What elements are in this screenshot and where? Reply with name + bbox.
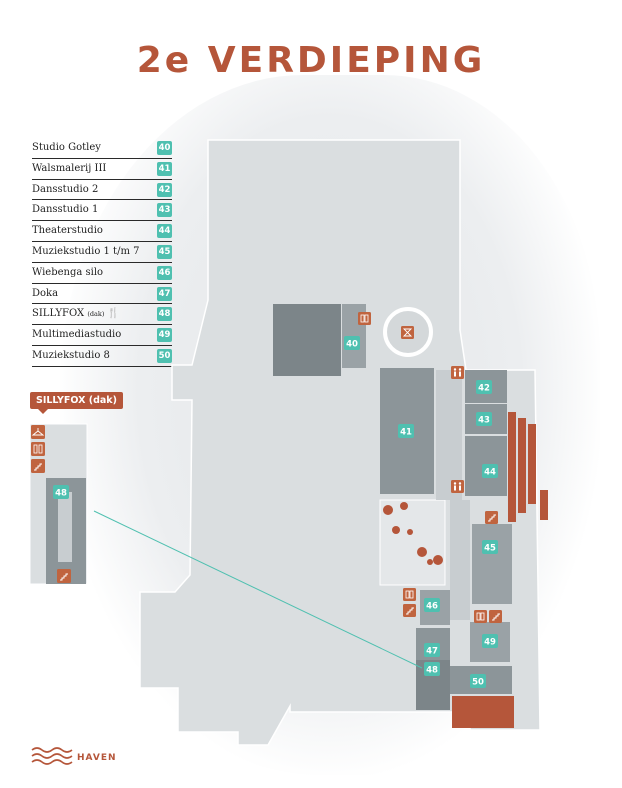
hanger-icon bbox=[31, 425, 45, 439]
silo-circle bbox=[433, 555, 443, 565]
legend-row[interactable]: SILLYFOX (dak)🍴 48 bbox=[32, 304, 172, 326]
map-badge-label: 41 bbox=[400, 428, 412, 438]
map-badge-label: 44 bbox=[484, 468, 496, 478]
room-40-area[interactable] bbox=[273, 304, 341, 376]
legend-label: SILLYFOX (dak)🍴 bbox=[32, 304, 120, 324]
room-number-badge: 46 bbox=[157, 265, 172, 280]
legend-row[interactable]: Theaterstudio 44 bbox=[32, 221, 172, 242]
stairs-icon bbox=[489, 610, 502, 623]
map-badge-label: 47 bbox=[426, 647, 438, 657]
rust-wall bbox=[528, 424, 536, 504]
silo-circle bbox=[383, 505, 393, 515]
legend-label-note: (dak) bbox=[87, 310, 105, 319]
map-badge-label: 45 bbox=[484, 544, 496, 554]
map-badge-43[interactable]: 43 bbox=[476, 412, 492, 426]
map-badge-label: 48 bbox=[426, 666, 438, 676]
map-badge-50[interactable]: 50 bbox=[470, 674, 486, 688]
legend-label: Muziekstudio 8 bbox=[32, 349, 110, 361]
haven-label: HAVEN bbox=[77, 753, 117, 763]
legend-label: Muziekstudio 1 t/m 7 bbox=[32, 245, 140, 257]
elevator-icon bbox=[31, 442, 45, 456]
room-legend: Studio Gotley 40 Walsmalerij III 41 Dansst… bbox=[32, 138, 172, 367]
legend-label: Dansstudio 1 bbox=[32, 204, 99, 216]
room-number-badge: 45 bbox=[157, 244, 172, 259]
map-badge-46[interactable]: 46 bbox=[424, 598, 440, 612]
elevator-icon bbox=[358, 312, 371, 325]
legend-label: Doka bbox=[32, 287, 59, 299]
elevator-icon bbox=[403, 588, 416, 601]
map-badge-45[interactable]: 45 bbox=[482, 540, 498, 554]
inset-connector-line bbox=[93, 510, 423, 669]
rust-wall bbox=[518, 418, 526, 513]
map-badge-40[interactable]: 40 bbox=[344, 336, 360, 350]
toilet-icon bbox=[451, 366, 464, 379]
inset-corridor bbox=[58, 492, 72, 562]
legend-row[interactable]: Dansstudio 1 43 bbox=[32, 200, 172, 222]
legend-label-text: SILLYFOX bbox=[32, 308, 85, 320]
corridor bbox=[436, 370, 462, 500]
hourglass-icon bbox=[401, 326, 414, 339]
room-number-badge: 44 bbox=[157, 224, 172, 239]
map-badge-49[interactable]: 49 bbox=[482, 634, 498, 648]
legend-row[interactable]: Wiebenga silo 46 bbox=[32, 263, 172, 284]
elevator-icon bbox=[474, 610, 487, 623]
map-badge-label: 46 bbox=[426, 602, 438, 612]
map-badge-41[interactable]: 41 bbox=[398, 424, 414, 438]
room-number-badge: 41 bbox=[157, 161, 172, 176]
legend-label: Studio Gotley bbox=[32, 142, 101, 153]
inset-label: SILLYFOX (dak) bbox=[30, 392, 123, 414]
silo-circle bbox=[407, 529, 413, 535]
stairs-icon bbox=[57, 569, 71, 583]
silo-circle bbox=[427, 559, 433, 565]
map-badge-label: 42 bbox=[478, 384, 490, 394]
legend-row[interactable]: Doka 47 bbox=[32, 284, 172, 305]
room-number-badge: 43 bbox=[157, 203, 172, 218]
map-badge-42[interactable]: 42 bbox=[476, 380, 492, 394]
map-badge-label: 40 bbox=[346, 340, 358, 350]
room-number-badge: 40 bbox=[157, 141, 172, 155]
legend-label: Wiebenga silo bbox=[32, 266, 104, 278]
legend-label: Multimediastudio bbox=[32, 329, 122, 341]
stairs-icon bbox=[403, 604, 416, 617]
silo-circle bbox=[400, 502, 408, 510]
legend-row[interactable]: Multimediastudio 49 bbox=[32, 325, 172, 346]
map-badge-label: 50 bbox=[472, 678, 484, 688]
legend-row[interactable]: Walsmalerij III 41 bbox=[32, 159, 172, 180]
page-title: 2e VERDIEPING bbox=[136, 40, 486, 81]
stairs-icon bbox=[485, 511, 498, 524]
room-45-area[interactable] bbox=[472, 524, 512, 604]
silo-circle bbox=[392, 526, 400, 534]
map-badge-label: 48 bbox=[55, 489, 67, 499]
map-badge-label: 43 bbox=[478, 416, 490, 426]
legend-row[interactable]: Dansstudio 2 42 bbox=[32, 180, 172, 201]
silo-circle bbox=[417, 547, 427, 557]
room-number-badge: 47 bbox=[157, 286, 172, 301]
map-badge-47[interactable]: 47 bbox=[424, 643, 440, 657]
inset-badge-48[interactable]: 48 bbox=[53, 485, 69, 499]
rust-wall bbox=[508, 412, 516, 522]
legend-label: Walsmalerij III bbox=[32, 162, 107, 174]
stairs-icon bbox=[31, 459, 45, 473]
fork-knife-icon: 🍴 bbox=[107, 308, 120, 320]
toilet-icon bbox=[451, 480, 464, 493]
room-number-badge: 48 bbox=[157, 307, 172, 322]
room-number-badge: 42 bbox=[157, 182, 172, 197]
room-number-badge: 49 bbox=[157, 328, 172, 343]
legend-row[interactable]: Muziekstudio 8 50 bbox=[32, 346, 172, 367]
corridor bbox=[450, 500, 470, 620]
legend-label: Theaterstudio bbox=[32, 225, 103, 237]
map-badge-48[interactable]: 48 bbox=[424, 662, 440, 676]
legend-row[interactable]: Studio Gotley 40 bbox=[32, 138, 172, 159]
rust-wall bbox=[540, 490, 548, 520]
map-badge-44[interactable]: 44 bbox=[482, 464, 498, 478]
rust-floor bbox=[452, 696, 514, 728]
room-number-badge: 50 bbox=[157, 348, 172, 363]
legend-row[interactable]: Muziekstudio 1 t/m 7 45 bbox=[32, 242, 172, 263]
water-waves-icon bbox=[31, 747, 73, 765]
legend-label: Dansstudio 2 bbox=[32, 183, 99, 195]
map-badge-label: 49 bbox=[484, 638, 496, 648]
